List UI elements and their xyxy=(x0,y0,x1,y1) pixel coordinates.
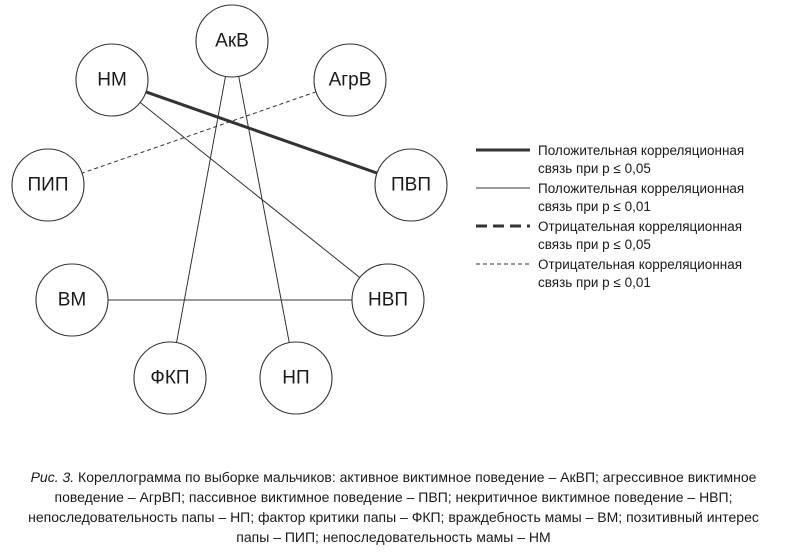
legend-item: Положительная корреляционная связь при p … xyxy=(476,143,744,176)
node-circle xyxy=(351,263,425,337)
legend-label-line2: связь при p ≤ 0,01 xyxy=(538,199,651,214)
edge-pip-agrv xyxy=(47,79,351,186)
node-label: ПВП xyxy=(391,175,431,196)
node-label: АкВ xyxy=(215,31,249,52)
node-fkp: ФКП xyxy=(133,341,207,415)
legend-item: Положительная корреляционная связь при p … xyxy=(476,181,744,214)
node-nvp: НВП xyxy=(351,263,425,337)
caption-label: Рис. 3. xyxy=(30,469,75,485)
legend-label-line1: Отрицательная корреляционная xyxy=(538,257,742,272)
legend-label-line1: Отрицательная корреляционная xyxy=(538,219,742,234)
nodes: АкВ НМ АгрВ ПИП ПВП ВМ НВП ФКП НП xyxy=(11,4,448,415)
node-label: ВМ xyxy=(58,290,87,311)
node-label: ФКП xyxy=(150,368,189,389)
node-circle xyxy=(35,263,109,337)
caption-text: Кореллограмма по выборке мальчиков: акти… xyxy=(28,469,759,545)
node-akv: АкВ xyxy=(195,4,269,78)
node-circle xyxy=(133,341,207,415)
correlogram: АкВ НМ АгрВ ПИП ПВП ВМ НВП ФКП НП Положительная … xyxy=(11,4,744,415)
legend-label-line2: связь при p ≤ 0,01 xyxy=(538,275,651,290)
edge-akv-np xyxy=(231,40,297,379)
node-circle xyxy=(259,341,333,415)
node-vm: ВМ xyxy=(35,263,109,337)
node-circle xyxy=(195,4,269,78)
node-np: НП xyxy=(259,341,333,415)
node-circle xyxy=(11,148,85,222)
node-label: АгрВ xyxy=(329,70,372,91)
edge-akv-fkp xyxy=(169,40,233,379)
node-label: ПИП xyxy=(28,175,69,196)
edge-nm-pvp xyxy=(111,78,412,187)
node-pvp: ПВП xyxy=(374,148,448,222)
node-label: НП xyxy=(282,368,309,389)
legend-label-line1: Положительная корреляционная xyxy=(538,143,744,158)
node-nm: НМ xyxy=(75,43,149,117)
edge-nm-nvp xyxy=(111,79,389,301)
node-label: НВП xyxy=(368,290,408,311)
node-circle xyxy=(75,43,149,117)
node-agrv: АгрВ xyxy=(313,43,387,117)
edges xyxy=(47,40,412,379)
legend-item: Отрицательная корреляционная связь при p … xyxy=(476,257,742,290)
node-circle xyxy=(374,148,448,222)
legend: Положительная корреляционная связь при p … xyxy=(476,143,744,290)
legend-label-line2: связь при p ≤ 0,05 xyxy=(538,161,651,176)
node-circle xyxy=(313,43,387,117)
legend-label-line2: связь при p ≤ 0,05 xyxy=(538,237,651,252)
figure-caption: Рис. 3. Кореллограмма по выборке мальчик… xyxy=(10,467,777,547)
legend-item: Отрицательная корреляционная связь при p … xyxy=(476,219,742,252)
node-pip: ПИП xyxy=(11,148,85,222)
legend-label-line1: Положительная корреляционная xyxy=(538,181,744,196)
node-label: НМ xyxy=(97,70,127,91)
